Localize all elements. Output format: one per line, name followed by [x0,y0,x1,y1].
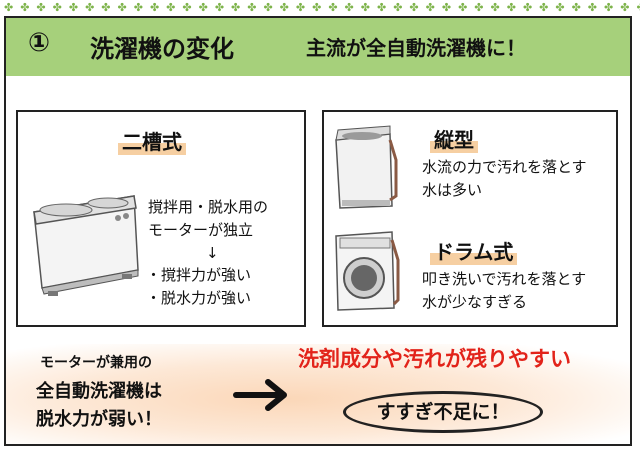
shared-motor-statement: 全自動洗濯機は 脱水力が弱い！ [36,378,162,434]
down-arrow: ↓ [206,244,219,262]
section-number: ① [28,28,51,58]
vertical-line1: 水流の力で汚れを落とす [422,158,587,176]
twin-tub-title: 二槽式 [118,126,186,155]
twin-tub-washer-icon [33,195,139,296]
twin-tub-panel: 二槽式 撹拌用・脱水用の モーターが独立 ↓ ・撹拌力が強い ・脱水力が強い [16,110,306,327]
drum-line1: 叩き洗いで汚れを落とす [422,270,587,288]
twin-tub-line1: 撹拌用・脱水用の [148,198,269,216]
shared-line1: 全自動洗濯機は [36,381,162,402]
result-circled-text: すすぎ不足に！ [343,391,543,433]
twin-tub-point1: ・撹拌力が強い [146,266,252,284]
twin-tub-line2: モーターが独立 [148,221,254,239]
drum-washer-icon [335,231,400,311]
conclusion-area [6,344,630,444]
vertical-line2: 水は多い [422,181,483,199]
result-text: 洗剤成分や汚れが残りやすい [298,347,571,371]
clover-border: ✤✤✤✤✤✤✤✤✤✤✤✤✤✤✤✤✤✤✤✤✤✤✤✤✤✤✤✤✤✤✤✤✤✤✤✤✤✤✤✤… [4,1,640,14]
drum-line2: 水が少なすぎる [422,293,528,311]
twin-tub-point2: ・脱水力が強い [146,289,252,307]
header-bar: ① 洗濯機の変化 主流が全自動洗濯機に！ [6,18,630,76]
page-title: 洗濯機の変化 [90,35,234,63]
top-load-washer-icon [335,125,398,209]
shared-motor-text: モーターが兼用の [40,355,152,371]
drum-title: ドラム式 [430,236,518,265]
vertical-title: 縦型 [430,124,478,153]
fully-automatic-panel: 縦型 水流の力で汚れを落とす 水は多い ドラム式 叩き洗いで汚れを落とす 水が少… [322,110,618,327]
slide-frame: ① 洗濯機の変化 主流が全自動洗濯機に！ 二槽式 撹拌用・脱水用の モーターが独… [4,16,632,446]
right-arrow-icon [233,379,287,411]
shared-line2: 脱水力が弱い！ [36,409,162,430]
page-subtitle: 主流が全自動洗濯機に！ [306,36,526,60]
